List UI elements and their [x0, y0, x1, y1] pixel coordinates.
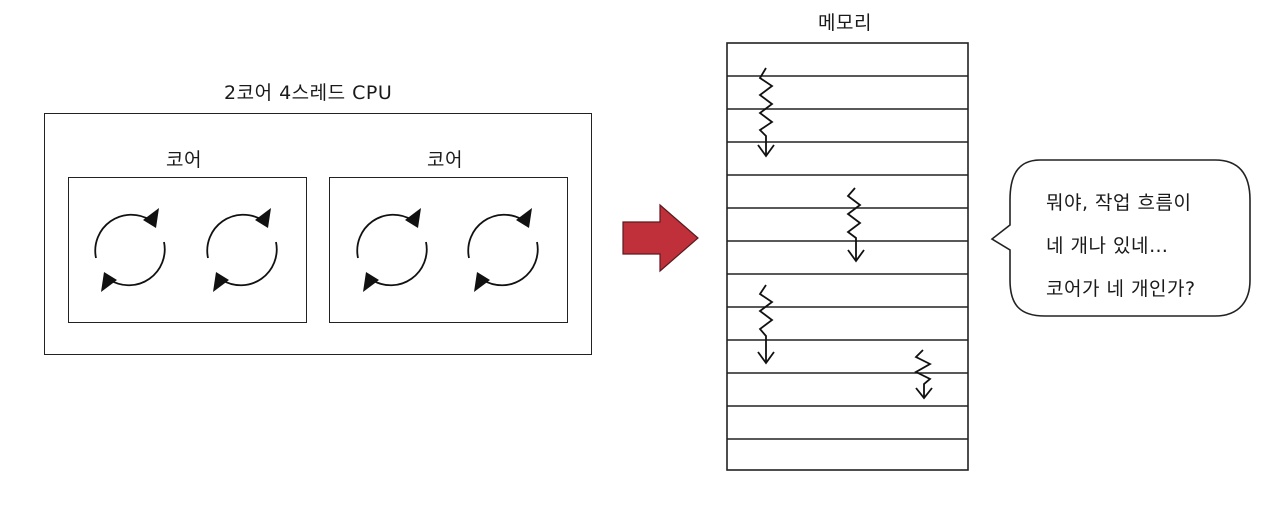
speech-bubble: [990, 159, 1251, 317]
cpu-title: 2코어 4스레드 CPU: [224, 82, 393, 104]
core-label-1: 코어: [166, 149, 202, 171]
flow-arrow-icon: [622, 203, 699, 273]
thread-cycle-icon: [467, 208, 539, 292]
cpu-box: [44, 113, 592, 355]
core-label-2: 코어: [427, 149, 463, 171]
execution-flow-icon: [757, 67, 775, 158]
core-box-1: [68, 177, 307, 323]
bubble-line-3: 코어가 네 개인가?: [1046, 278, 1196, 300]
memory-block: [726, 42, 969, 471]
execution-flow-icon: [914, 349, 933, 400]
memory-title: 메모리: [818, 12, 872, 34]
thread-cycle-icon: [356, 208, 428, 292]
thread-cycle-icon: [94, 208, 166, 292]
thread-cycle-icon: [206, 208, 278, 292]
bubble-line-1: 뭐야, 작업 흐름이: [1046, 192, 1192, 214]
bubble-line-2: 네 개나 있네…: [1046, 235, 1169, 257]
execution-flow-icon: [846, 187, 865, 263]
execution-flow-icon: [757, 284, 775, 365]
core-box-2: [329, 177, 568, 323]
